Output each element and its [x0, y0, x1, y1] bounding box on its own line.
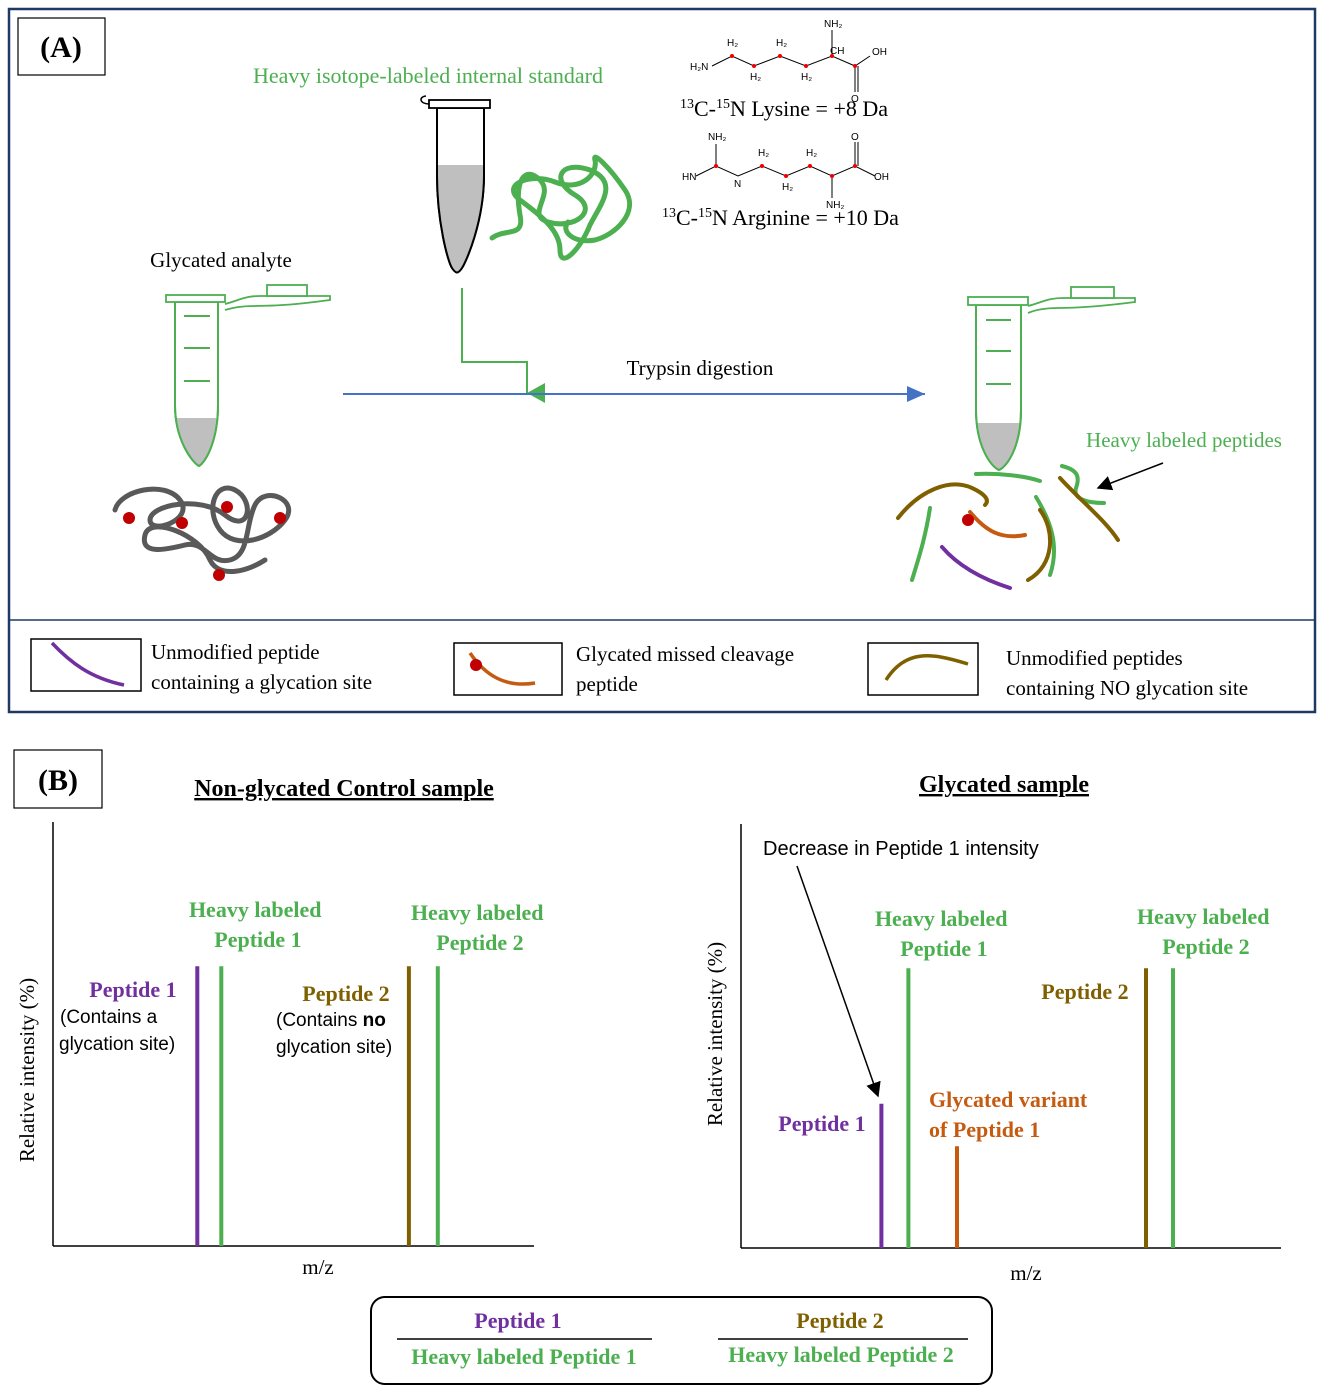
- panel-b-label: (B): [38, 764, 78, 797]
- fragment-glycation-site: [962, 514, 974, 526]
- svg-text:H₂: H₂: [782, 182, 793, 193]
- legend-text-3a: Unmodified peptides: [1006, 646, 1183, 670]
- heavy-peptides-label: Heavy labeled peptides: [1086, 428, 1282, 452]
- glycated-analyte-label: Glycated analyte: [150, 248, 292, 272]
- control-heavy2-label: Heavy labeled Peptide 2: [411, 900, 549, 955]
- svg-text:H₂: H₂: [806, 148, 817, 159]
- legend-item-unmodified-glycation-site: Unmodified peptide containing a glycatio…: [30, 638, 372, 694]
- control-peaks: [195, 966, 440, 1246]
- svg-text:NH₂: NH₂: [708, 132, 726, 143]
- svg-text:N: N: [734, 179, 741, 190]
- panel-a-label-box: [17, 17, 106, 76]
- svg-text:NH₂: NH₂: [824, 19, 842, 30]
- glycation-sites: [123, 501, 286, 581]
- ratio2-denominator: Heavy labeled Peptide 2: [728, 1342, 953, 1367]
- panel-a-label: (A): [40, 31, 82, 64]
- svg-text:CH: CH: [830, 46, 844, 57]
- glycated-chart: Glycated sample Relative intensity (%) m…: [703, 772, 1281, 1285]
- svg-text:OH: OH: [874, 172, 889, 183]
- control-pep2-label: Peptide 2: [302, 981, 389, 1006]
- control-chart: Non-glycated Control sample Relative int…: [15, 776, 549, 1279]
- svg-text:H₂: H₂: [750, 72, 761, 83]
- digestion-label: Trypsin digestion: [627, 356, 774, 380]
- svg-text:H₂: H₂: [801, 72, 812, 83]
- ratio2-numerator: Peptide 2: [796, 1308, 883, 1333]
- glycated-protein-strand: [112, 485, 292, 575]
- heavy-peptides-pointer: [1096, 462, 1164, 491]
- arginine-label: 13C-15N Arginine = +10 Da: [662, 205, 899, 230]
- svg-text:H₂: H₂: [727, 38, 738, 49]
- svg-text:O: O: [851, 132, 859, 143]
- svg-text:HN: HN: [682, 172, 696, 183]
- glycated-annotation-pointer: [796, 865, 881, 1098]
- lysine-label: 13C-15N Lysine = +8 Da: [680, 96, 888, 121]
- peptide-fragments: [896, 464, 1120, 590]
- svg-text:H₂: H₂: [758, 148, 769, 159]
- legend-item-no-glycation-site: Unmodified peptides containing NO glycat…: [867, 642, 1248, 700]
- digested-tube: [967, 286, 1136, 472]
- internal-standard-tube: [420, 95, 491, 274]
- legend-text-1b: containing a glycation site: [151, 670, 372, 694]
- internal-standard-label: Heavy isotope-labeled internal standard: [253, 63, 603, 88]
- glycated-analyte-tube: [165, 284, 331, 468]
- glycated-heavy2-label: Heavy labeled Peptide 2: [1137, 904, 1275, 959]
- panel-b-label-box: [13, 749, 103, 809]
- svg-text:OH: OH: [872, 47, 887, 58]
- glycated-variant-label: Glycated variant of Peptide 1: [929, 1087, 1093, 1142]
- svg-text:H₂: H₂: [776, 38, 787, 49]
- ratio1-numerator: Peptide 1: [474, 1308, 561, 1333]
- lysine-structure: H₂N H₂ H₂ H₂ H₂ NH₂ CH OH O: [690, 19, 887, 105]
- glycated-title: Glycated sample: [919, 772, 1089, 798]
- control-ylabel: Relative intensity (%): [15, 978, 39, 1162]
- heavy-protein-strand: [489, 154, 633, 261]
- legend-text-2a: Glycated missed cleavage: [576, 642, 794, 666]
- legend-text-1a: Unmodified peptide: [151, 640, 320, 664]
- svg-text:O: O: [851, 94, 859, 105]
- standard-addition-arrow: [461, 288, 545, 403]
- panel-a-frame: [7, 7, 1317, 714]
- svg-text:H₂N: H₂N: [690, 62, 708, 73]
- control-pep1-note: (Contains a glycation site): [59, 1007, 175, 1055]
- legend-text-3b: containing NO glycation site: [1006, 676, 1248, 700]
- svg-text:NH₂: NH₂: [826, 200, 844, 211]
- control-heavy1-label: Heavy labeled Peptide 1: [189, 897, 327, 952]
- control-pep2-note: (Contains no glycation site): [276, 1010, 392, 1058]
- control-title: Non-glycated Control sample: [194, 776, 494, 802]
- glycated-xlabel: m/z: [1010, 1261, 1042, 1285]
- legend-text-2b: peptide: [576, 672, 638, 696]
- glycated-pep2-label: Peptide 2: [1041, 979, 1128, 1004]
- glycated-heavy1-label: Heavy labeled Peptide 1: [875, 906, 1013, 961]
- control-pep1-label: Peptide 1: [89, 977, 176, 1002]
- glycated-annotation: Decrease in Peptide 1 intensity: [763, 838, 1039, 860]
- arginine-structure: NH₂ HN N H₂ H₂ H₂ O OH NH₂: [682, 132, 889, 211]
- glycated-ylabel: Relative intensity (%): [703, 942, 727, 1126]
- glycated-pep1-label: Peptide 1: [778, 1111, 865, 1136]
- glycated-peaks: [879, 968, 1175, 1248]
- control-xlabel: m/z: [302, 1255, 334, 1279]
- ratio1-denominator: Heavy labeled Peptide 1: [411, 1344, 636, 1369]
- legend-item-glycated-missed-cleavage: Glycated missed cleavage peptide: [453, 642, 794, 696]
- ratio-box: Peptide 1 Heavy labeled Peptide 1 Peptid…: [370, 1296, 993, 1385]
